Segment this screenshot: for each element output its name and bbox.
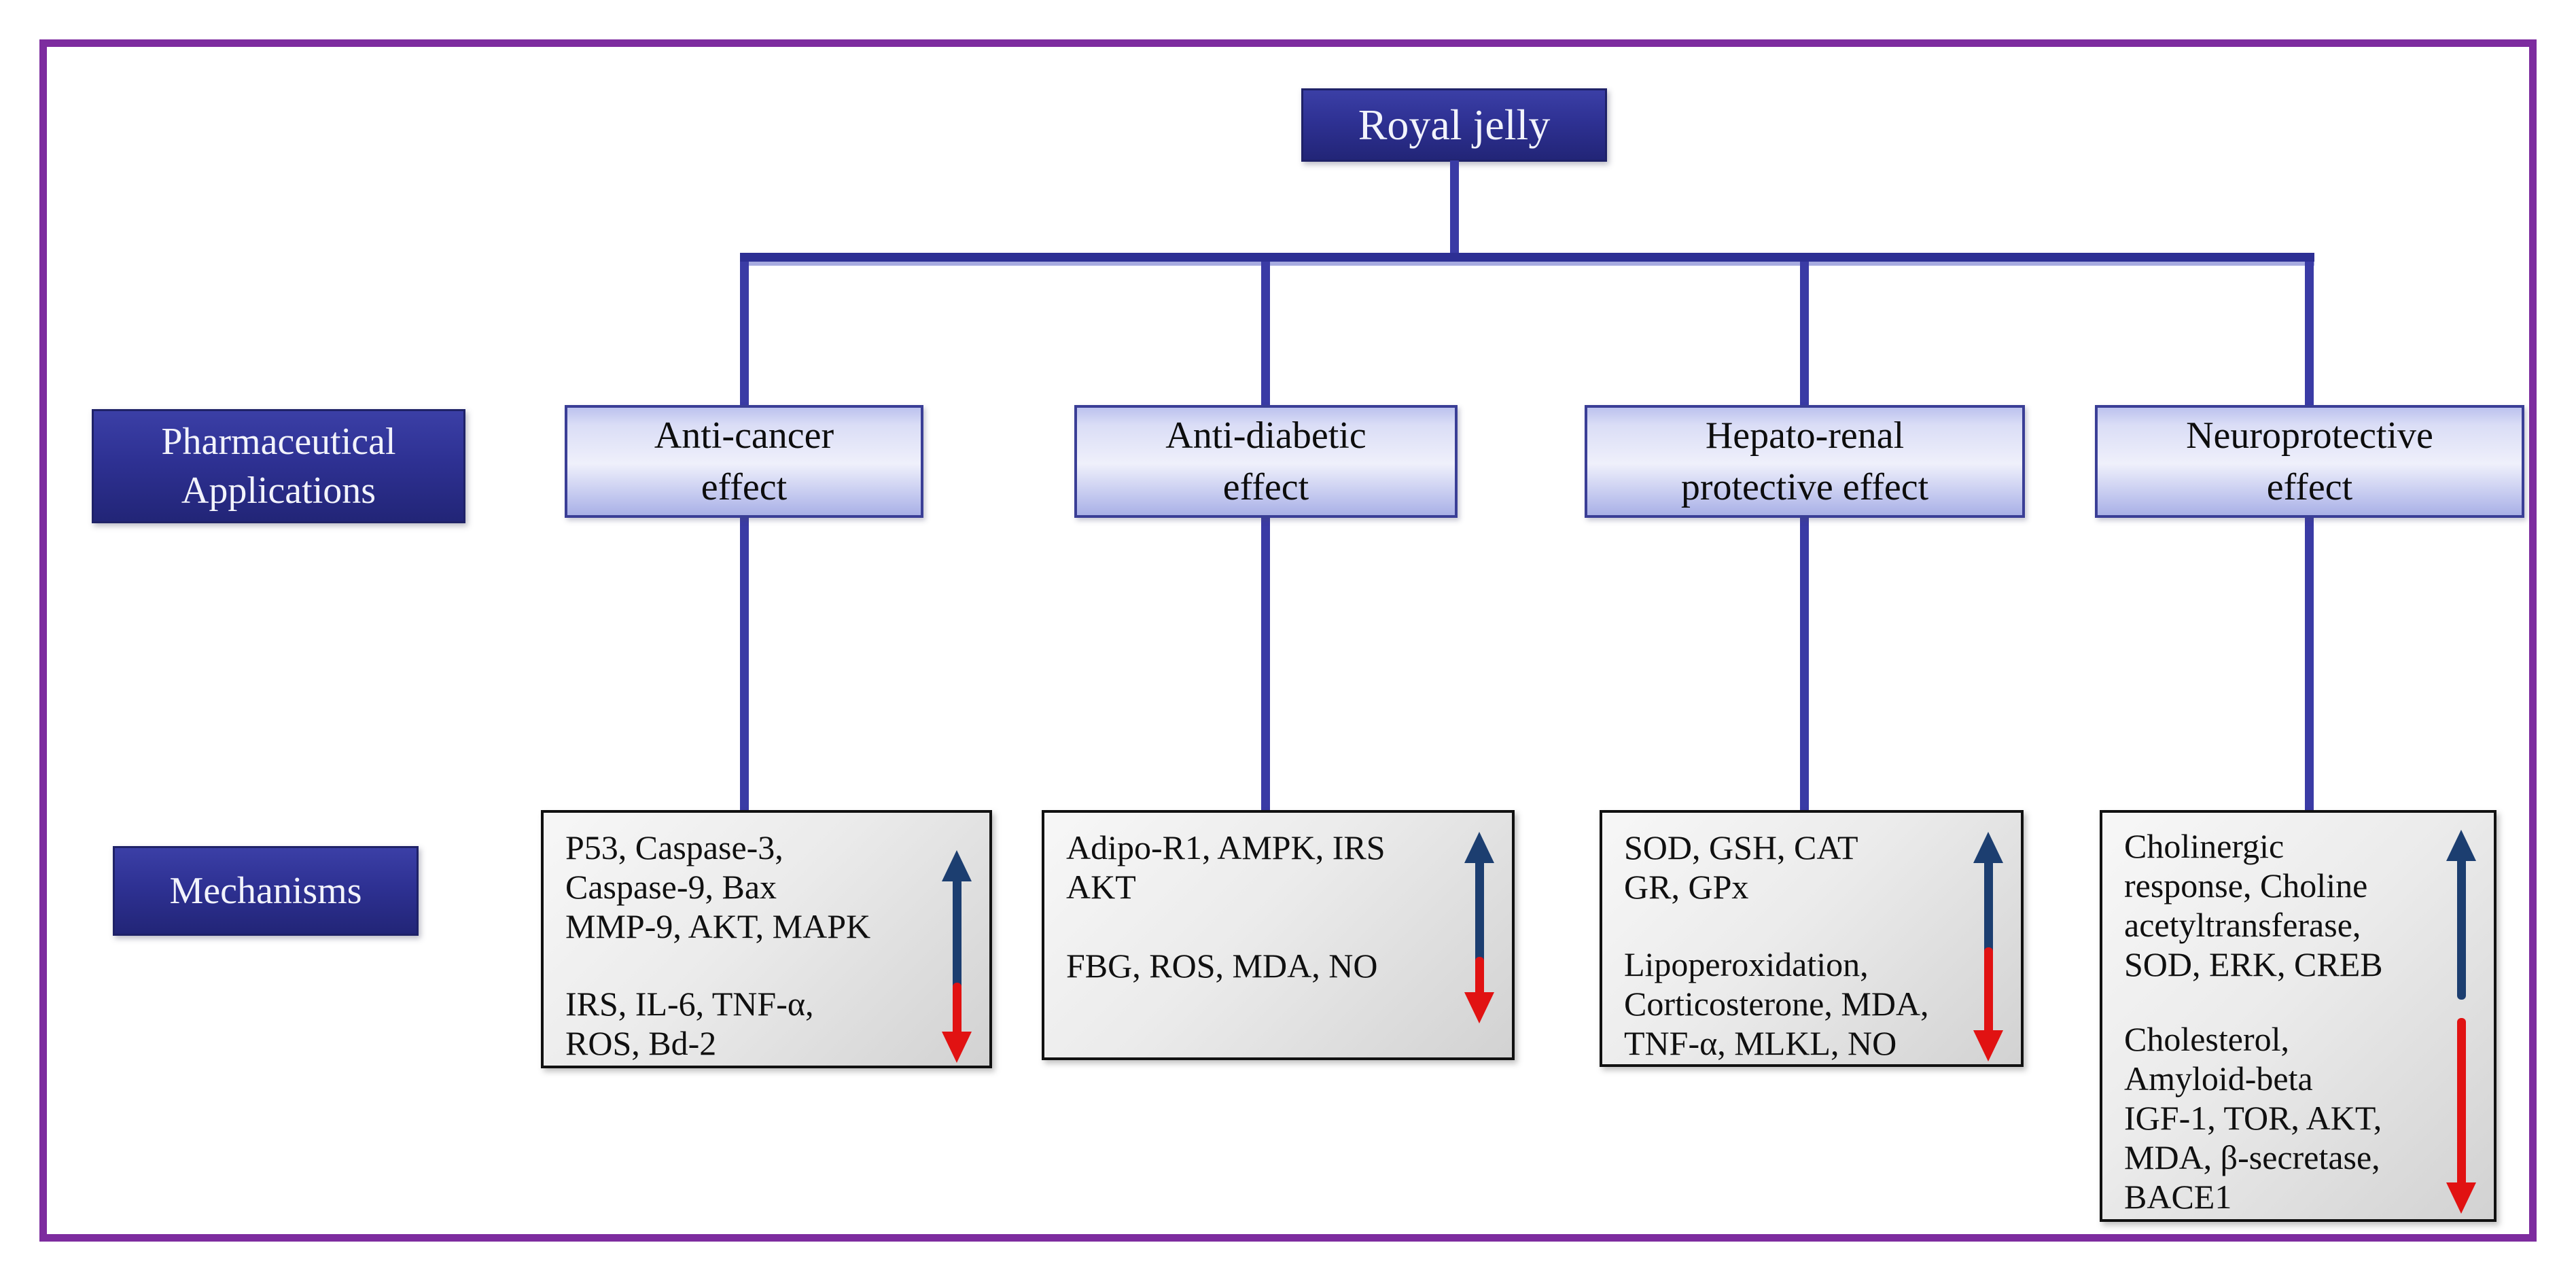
app-node-label: Neuroprotective effect	[2186, 415, 2433, 508]
app-node-anti-cancer: Anti-cancer effect	[565, 405, 923, 518]
connector-hepato-renal-to-mechanisms	[1800, 516, 1809, 811]
mechanism-box-anti-cancer: P53, Caspase-3, Caspase-9, Bax MMP-9, AK…	[541, 810, 992, 1068]
increased-factors-list: Cholinergic response, Choline acetyltran…	[2124, 827, 2383, 983]
decrease-arrow-icon	[942, 983, 972, 1063]
mechanism-box-neuroprotective: Cholinergic response, Choline acetyltran…	[2100, 810, 2496, 1222]
increased-factors-list: Adipo-R1, AMPK, IRS AKT	[1066, 828, 1386, 906]
connector-drop-anti-diabetic	[1261, 262, 1270, 406]
app-node-label: Hepato-renal protective effect	[1680, 415, 1929, 508]
connector-horizontal-bar	[740, 253, 2314, 266]
app-node-hepato-renal: Hepato-renal protective effect	[1585, 405, 2025, 518]
connector-drop-neuroprotective	[2305, 262, 2314, 406]
increase-arrow-icon	[942, 850, 972, 989]
app-node-label: Anti-diabetic effect	[1165, 415, 1366, 508]
decrease-arrow-icon	[2446, 1018, 2476, 1214]
increased-factors-list: SOD, GSH, CAT GR, GPx	[1624, 828, 1858, 906]
connector-trunk	[1450, 160, 1459, 258]
mechanism-box-anti-diabetic: Adipo-R1, AMPK, IRS AKT FBG, ROS, MDA, N…	[1042, 810, 1515, 1060]
increased-factors-list: P53, Caspase-3, Caspase-9, Bax MMP-9, AK…	[565, 828, 871, 945]
decrease-arrow-icon	[1464, 957, 1494, 1023]
row-label-pharmaceutical-applications: Pharmaceutical Applications	[92, 409, 465, 523]
connector-drop-anti-cancer	[740, 262, 749, 406]
decreased-factors-list: Lipoperoxidation, Corticosterone, MDA, T…	[1624, 945, 1929, 1062]
root-node-label: Royal jelly	[1358, 101, 1551, 149]
connector-neuroprotective-to-mechanisms	[2305, 516, 2314, 811]
increase-arrow-icon	[1973, 832, 2003, 962]
decreased-factors-list: FBG, ROS, MDA, NO	[1066, 947, 1378, 985]
connector-anti-diabetic-to-mechanisms	[1261, 516, 1270, 811]
increase-arrow-icon	[2446, 830, 2476, 1000]
app-node-label: Anti-cancer effect	[654, 415, 834, 508]
decrease-arrow-icon	[1973, 947, 2003, 1061]
app-node-anti-diabetic: Anti-diabetic effect	[1074, 405, 1458, 518]
connector-anti-cancer-to-mechanisms	[740, 516, 749, 811]
connector-drop-hepato-renal	[1800, 262, 1809, 406]
row-label-mechanisms: Mechanisms	[113, 846, 419, 936]
row-label-applications-text: Pharmaceutical Applications	[161, 421, 396, 512]
app-node-neuroprotective: Neuroprotective effect	[2095, 405, 2524, 518]
decreased-factors-list: Cholesterol, Amyloid-beta IGF-1, TOR, AK…	[2124, 1020, 2382, 1216]
row-label-mechanisms-text: Mechanisms	[169, 870, 362, 912]
root-node-royal-jelly: Royal jelly	[1301, 88, 1607, 162]
decreased-factors-list: IRS, IL-6, TNF-α, ROS, Bd-2	[565, 985, 814, 1062]
mechanism-box-hepato-renal: SOD, GSH, CAT GR, GPx Lipoperoxidation, …	[1600, 810, 2024, 1067]
diagram-border-frame	[39, 39, 2537, 1242]
